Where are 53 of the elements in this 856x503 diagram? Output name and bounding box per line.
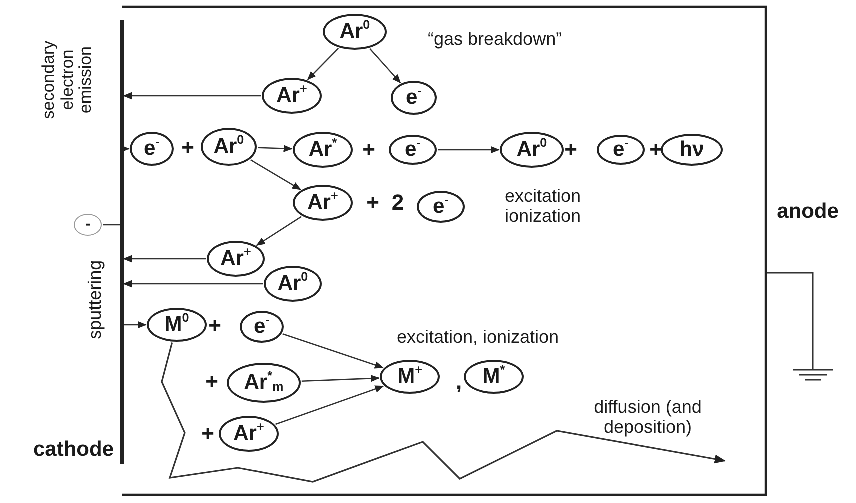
plus-sign: +	[202, 422, 214, 446]
plus-sign: +	[366, 190, 380, 216]
arrow	[370, 48, 402, 84]
arrow	[276, 386, 384, 426]
particle-ellipse: Ar$^{*}$	[293, 132, 353, 168]
particle-ellipse: Ar$^{0}$	[500, 132, 564, 168]
arrow	[307, 48, 340, 80]
process-label: excitation, ionization	[396, 328, 560, 348]
particle-ellipse: e$^{-}$	[597, 135, 645, 165]
particle-ellipse: M$^{*}$	[464, 360, 524, 394]
process-label: sputtering	[86, 259, 106, 342]
arrow	[438, 146, 500, 154]
arrow	[123, 280, 263, 288]
plus-sign: +	[564, 138, 578, 162]
particle-ellipse: hν	[661, 134, 723, 166]
particle-ellipse: Ar$^{0}$	[264, 266, 322, 302]
particle-ellipse: Ar$^{+}$	[293, 185, 353, 221]
electrode-label: cathode	[33, 438, 114, 462]
cathode-plate	[120, 20, 124, 464]
particle-ellipse: Ar$^{0}$	[201, 128, 257, 166]
arrow	[258, 145, 293, 152]
process-label: excitation ionization	[505, 187, 582, 227]
process-label: “gas breakdown”	[428, 30, 562, 50]
plus-sign: +	[206, 370, 218, 394]
particle-ellipse: e$^{-}$	[240, 311, 284, 343]
coefficient: 2	[392, 190, 404, 216]
particle-ellipse: Ar$^{0}$	[323, 14, 387, 50]
arrow	[123, 255, 206, 263]
arrow	[123, 92, 261, 100]
particle-ellipse: e$^{-}$	[130, 132, 174, 166]
arrow	[282, 333, 384, 369]
particle-ellipse: Ar$^{+}$	[219, 416, 279, 452]
terminal-circle: -	[74, 214, 102, 236]
zigzag-arrow	[161, 342, 726, 483]
particle-ellipse: e$^{-}$	[391, 81, 437, 115]
plus-sign: +	[208, 314, 222, 338]
arrow	[250, 160, 302, 190]
plus-sign: +	[650, 138, 662, 162]
particle-ellipse: e$^{-}$	[389, 135, 437, 165]
process-label: secondary electron emission	[40, 40, 96, 122]
particle-ellipse: M$^{0}$	[147, 308, 207, 342]
comma: ,	[456, 370, 462, 394]
arrow	[124, 321, 147, 329]
particle-ellipse: e$^{-}$	[417, 191, 465, 223]
edge-label: diffusion (and deposition)	[593, 398, 703, 438]
plus-sign: +	[362, 138, 376, 162]
electrode-label: anode	[777, 200, 839, 224]
particle-ellipse: Ar$^{+}$	[262, 78, 322, 114]
arrow	[256, 216, 302, 246]
arrow	[302, 375, 380, 382]
plus-sign: +	[182, 136, 194, 160]
particle-ellipse: Ar$^{+}$	[207, 241, 265, 277]
particle-ellipse: M$^{+}$	[380, 360, 440, 394]
